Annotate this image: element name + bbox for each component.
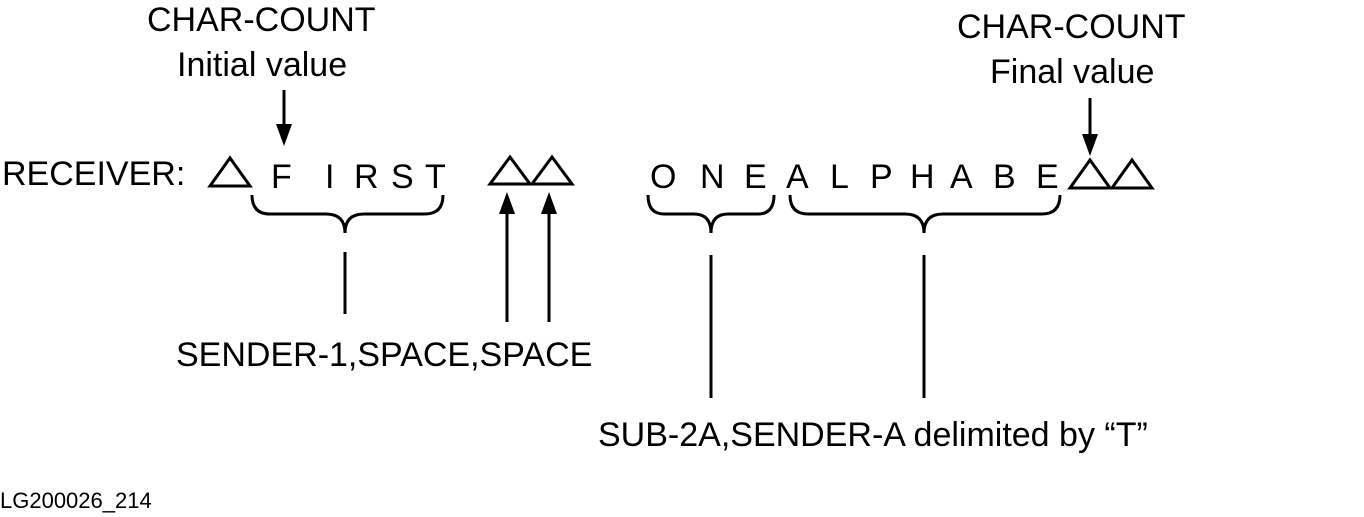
- space-triangle-icon: [1067, 157, 1113, 190]
- initial-pointer-arrow-icon: [276, 90, 292, 146]
- initial-count-subtitle: Initial value: [177, 46, 347, 84]
- sub-caption: SUB-2A,SENDER-A delimited by “T”: [598, 416, 1148, 454]
- receiver-char: A: [786, 158, 809, 196]
- sender-caption: SENDER-1,SPACE,SPACE: [176, 336, 592, 374]
- space-triangle-icon: [207, 155, 253, 188]
- receiver-char: F: [271, 158, 292, 196]
- receiver-char: B: [993, 158, 1016, 196]
- receiver-char: P: [870, 158, 893, 196]
- figure-id: LG200026_214: [0, 488, 152, 513]
- space-triangle-icon: [487, 154, 533, 186]
- one-brace-icon: [646, 194, 776, 234]
- receiver-char: H: [910, 158, 935, 196]
- receiver-char: S: [391, 158, 414, 196]
- receiver-char: E: [744, 158, 767, 196]
- final-count-title: CHAR-COUNT: [957, 8, 1186, 46]
- receiver-char: O: [650, 158, 676, 196]
- receiver-char: R: [354, 158, 379, 196]
- receiver-char: E: [1036, 158, 1059, 196]
- initial-count-title: CHAR-COUNT: [147, 1, 376, 39]
- receiver-char: L: [830, 158, 849, 196]
- space-up-arrow-icon: [499, 192, 515, 322]
- receiver-char: I: [325, 158, 334, 196]
- final-count-subtitle: Final value: [990, 53, 1154, 91]
- receiver-char: A: [950, 158, 973, 196]
- receiver-label: RECEIVER:: [2, 155, 185, 193]
- space-up-arrow-icon: [541, 192, 557, 322]
- first-brace-icon: [250, 194, 445, 234]
- space-triangle-icon: [1109, 157, 1155, 190]
- receiver-char: N: [700, 158, 725, 196]
- space-triangle-icon: [529, 154, 575, 186]
- alphabe-brace-icon: [788, 194, 1062, 234]
- final-pointer-arrow-icon: [1082, 98, 1098, 156]
- receiver-char: T: [425, 158, 446, 196]
